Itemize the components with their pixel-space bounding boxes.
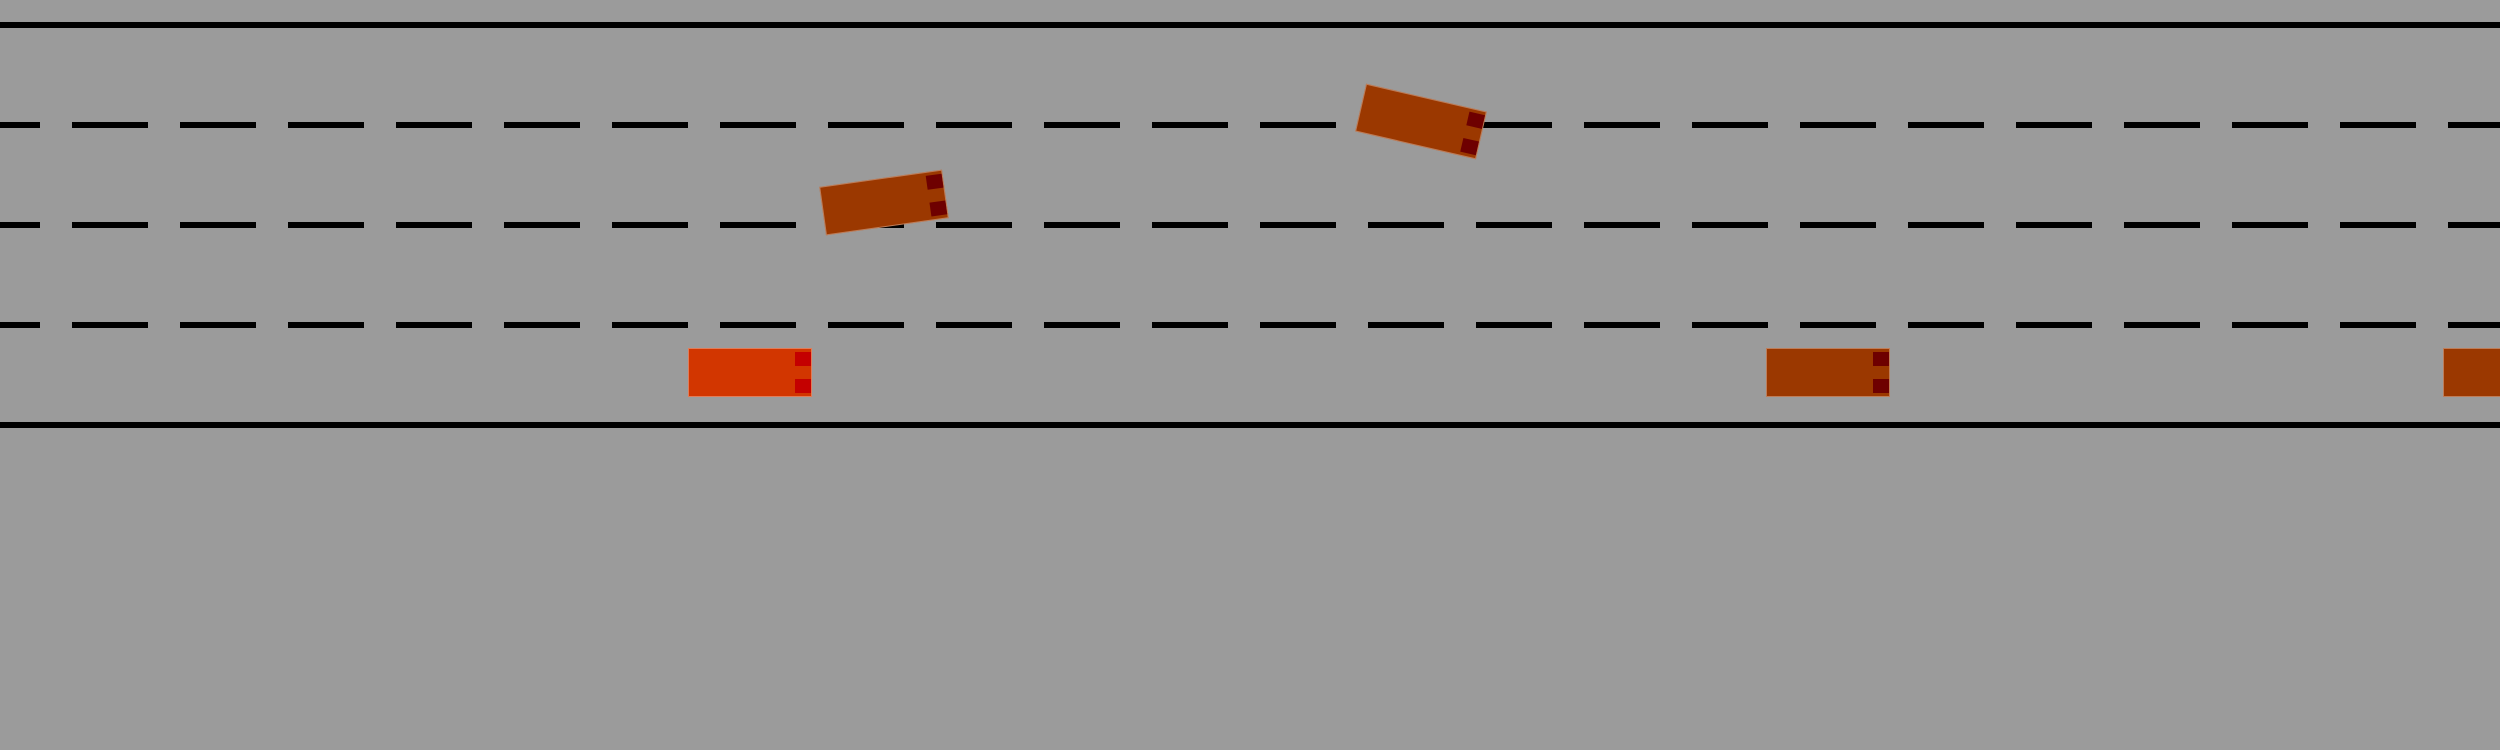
- tail-light-bottom: [929, 200, 948, 217]
- vehicle-car-3: [1766, 348, 1890, 397]
- tail-light-top: [925, 173, 944, 190]
- ego-vehicle: [688, 348, 812, 397]
- tail-light-top: [795, 352, 811, 366]
- tail-light-bottom: [795, 379, 811, 393]
- vehicle-body: [688, 348, 812, 397]
- vehicle-car-4: [2443, 348, 2500, 397]
- tail-light-bottom: [1873, 379, 1889, 393]
- vehicle-body: [2443, 348, 2500, 397]
- vehicle-body: [1766, 348, 1890, 397]
- tail-light-top: [1873, 352, 1889, 366]
